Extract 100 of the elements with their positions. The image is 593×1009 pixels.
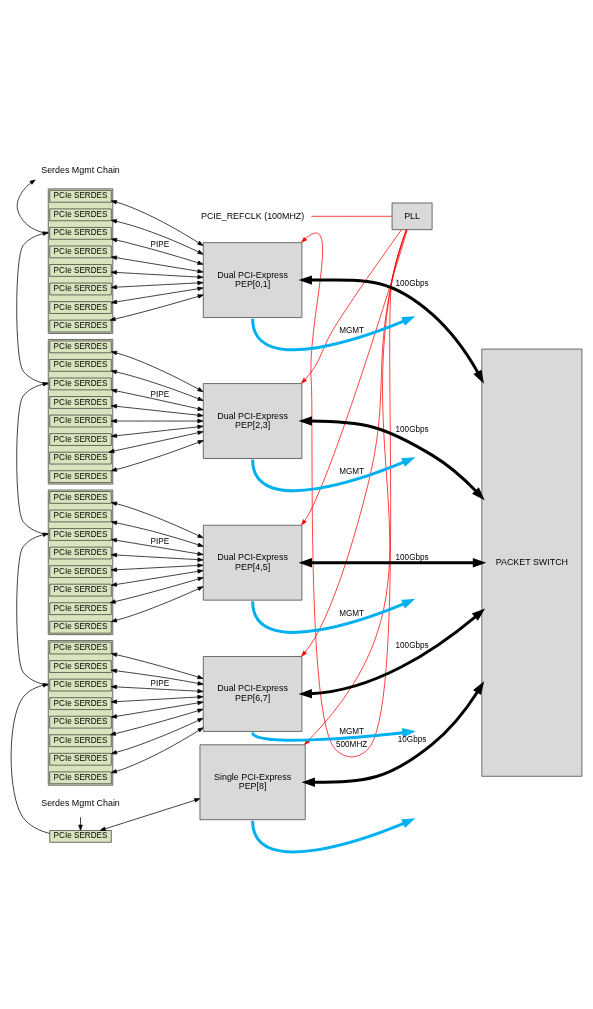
node-box: PCIe SERDES — [49, 451, 112, 465]
arrow — [111, 255, 204, 274]
arrow — [111, 668, 204, 686]
arrow — [301, 229, 402, 384]
node-box: PCIe SERDES — [49, 301, 112, 314]
arrow — [110, 219, 204, 255]
arrow — [109, 576, 204, 604]
node-box: PCIe SERDES — [49, 189, 112, 203]
arrow — [110, 440, 204, 472]
arrow — [301, 229, 407, 657]
node-box: PCIe SERDES — [49, 771, 112, 785]
arrow — [16, 532, 49, 686]
arrow — [301, 681, 485, 787]
arrow — [10, 683, 51, 834]
arrow — [111, 388, 204, 411]
arrow — [301, 229, 408, 526]
arrow — [111, 280, 204, 290]
arrow — [298, 608, 486, 699]
node-box: PCIe SERDES — [49, 377, 112, 391]
node-box: PCIe SERDES — [49, 340, 112, 354]
arrow — [111, 563, 204, 572]
arrow — [111, 424, 204, 438]
arrow — [99, 798, 201, 831]
edge-label: 100Gbps — [395, 640, 429, 650]
edge-label: MGMT — [339, 608, 365, 618]
node-box: PCIe SERDES — [49, 264, 112, 277]
arrow — [251, 457, 416, 492]
edge-label: 100Gbps — [395, 553, 429, 563]
node-box: PLL — [391, 202, 433, 231]
arrow — [110, 727, 204, 774]
node-box: PCIe SERDES — [49, 414, 112, 428]
edge-label: PIPE — [150, 240, 170, 250]
arrow — [109, 294, 204, 322]
arrow — [16, 382, 49, 536]
node-box: PCIe SERDES — [49, 602, 112, 615]
arrow — [111, 270, 204, 280]
arrow — [111, 552, 204, 562]
node-text: PCIE_REFCLK (100MHZ) — [200, 210, 305, 221]
connector — [310, 215, 393, 217]
node-box: PCIe SERDES — [49, 491, 112, 504]
edge-label: MGMT — [339, 726, 365, 736]
node-box: PCIe SERDES — [49, 396, 112, 409]
node-box: PCIe SERDES — [49, 565, 112, 578]
node-box: PCIe SERDES — [49, 734, 112, 747]
edge-label: PIPE — [150, 679, 170, 689]
arrow — [111, 569, 204, 587]
arrow — [111, 684, 204, 694]
node-box: PCIe SERDES — [49, 245, 112, 259]
arrow — [111, 286, 204, 305]
node-box: PCIe SERDES — [49, 697, 112, 710]
edge-label: MGMT — [339, 326, 365, 336]
arrow — [111, 404, 204, 418]
node-box: PCIe SERDES — [49, 678, 112, 692]
node-box: PCIe SERDES — [49, 470, 112, 483]
arrow — [251, 598, 416, 634]
arrow — [298, 558, 487, 568]
node-text: Serdes Mgmt Chain — [41, 798, 120, 809]
node-box: Dual PCI-Express PEP[4,5] — [202, 524, 303, 601]
node-box: PCIe SERDES — [49, 359, 112, 372]
arrow — [111, 237, 204, 265]
node-box: PCIe SERDES — [49, 620, 112, 634]
node-box: PCIe SERDES — [49, 546, 112, 560]
node-box: PCIe SERDES — [49, 433, 112, 446]
arrow — [110, 369, 204, 401]
arrow — [111, 694, 204, 704]
arrow — [16, 231, 49, 385]
arrow — [110, 200, 204, 246]
arrow — [16, 179, 49, 234]
edge-label: 10Gbps — [397, 735, 427, 745]
arrow — [111, 520, 204, 547]
node-box: PCIe SERDES — [49, 641, 112, 655]
arrow — [251, 818, 416, 854]
node-box: PCIe SERDES — [49, 319, 112, 333]
edge-label: PIPE — [150, 390, 170, 400]
node-box: PCIe SERDES — [49, 752, 112, 766]
arrow — [251, 728, 416, 742]
node-box: Dual PCI-Express PEP[0,1] — [202, 242, 303, 318]
node-box: PCIe SERDES — [49, 528, 112, 541]
arrow — [111, 501, 204, 539]
node-box: PACKET SWITCH — [481, 348, 583, 777]
node-box: Dual PCI-Express PEP[6,7] — [202, 656, 303, 732]
arrow — [251, 316, 416, 352]
arrow — [298, 275, 484, 384]
edge-label: 100Gbps — [395, 278, 429, 288]
node-box: PCIe SERDES — [49, 227, 112, 240]
arrow — [111, 717, 204, 755]
node-box: Dual PCI-Express PEP[2,3] — [202, 383, 303, 459]
edge-label: MGMT — [339, 467, 365, 477]
edge-label: 500MHZ — [336, 740, 368, 750]
arrow — [111, 586, 204, 623]
arrow — [111, 538, 204, 556]
node-box: PCIe SERDES — [49, 830, 112, 843]
arrow — [78, 816, 83, 831]
arrow — [111, 350, 204, 392]
arrow — [109, 708, 204, 736]
node-box: PCIe SERDES — [49, 715, 112, 729]
node-box: Single PCI-Express PEP[8] — [199, 744, 306, 821]
node-box: PCIe SERDES — [49, 660, 112, 673]
node-text: Serdes Mgmt Chain — [41, 164, 120, 175]
arrow — [111, 700, 204, 719]
